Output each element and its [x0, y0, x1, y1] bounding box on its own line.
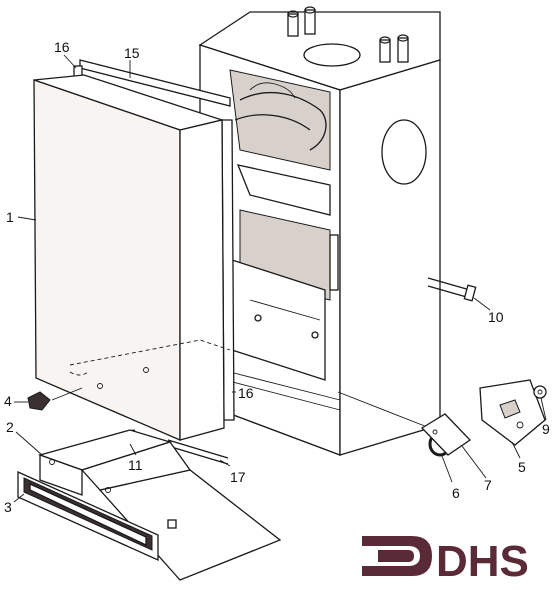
leader-line [337, 391, 441, 433]
part-1-front-panel [33, 74, 231, 441]
part-5-control-panel [479, 379, 546, 446]
callout-6: 6 [452, 485, 460, 501]
part-15-strip [79, 59, 231, 107]
callout-1: 1 [6, 209, 14, 225]
callout-15: 15 [124, 45, 140, 61]
part-9-clip [533, 385, 547, 399]
callout-10: 10 [488, 309, 504, 325]
callout-4: 4 [4, 393, 12, 409]
callout-7: 7 [484, 477, 492, 493]
dhs-logo: DHS [362, 536, 529, 586]
part-10-rod [427, 277, 477, 302]
callout-17: 17 [230, 469, 246, 485]
part-17-rod [167, 439, 229, 465]
logo-wordmark: DHS [436, 537, 529, 586]
logo-arrow-mark [362, 536, 432, 576]
callout-16-side: 16 [238, 385, 254, 401]
part-7-plate [420, 413, 472, 456]
callout-16-top: 16 [54, 39, 70, 55]
callout-5: 5 [518, 459, 526, 475]
part-2-plinth [37, 429, 282, 581]
part-4-bracket [27, 387, 83, 411]
callout-3: 3 [4, 499, 12, 515]
callout-11: 11 [128, 457, 143, 473]
boiler-casing [198, 6, 441, 456]
callout-9: 9 [542, 421, 550, 437]
callout-2: 2 [6, 419, 14, 435]
leader-lines [13, 54, 547, 503]
part-3-trim-strip [17, 470, 159, 562]
